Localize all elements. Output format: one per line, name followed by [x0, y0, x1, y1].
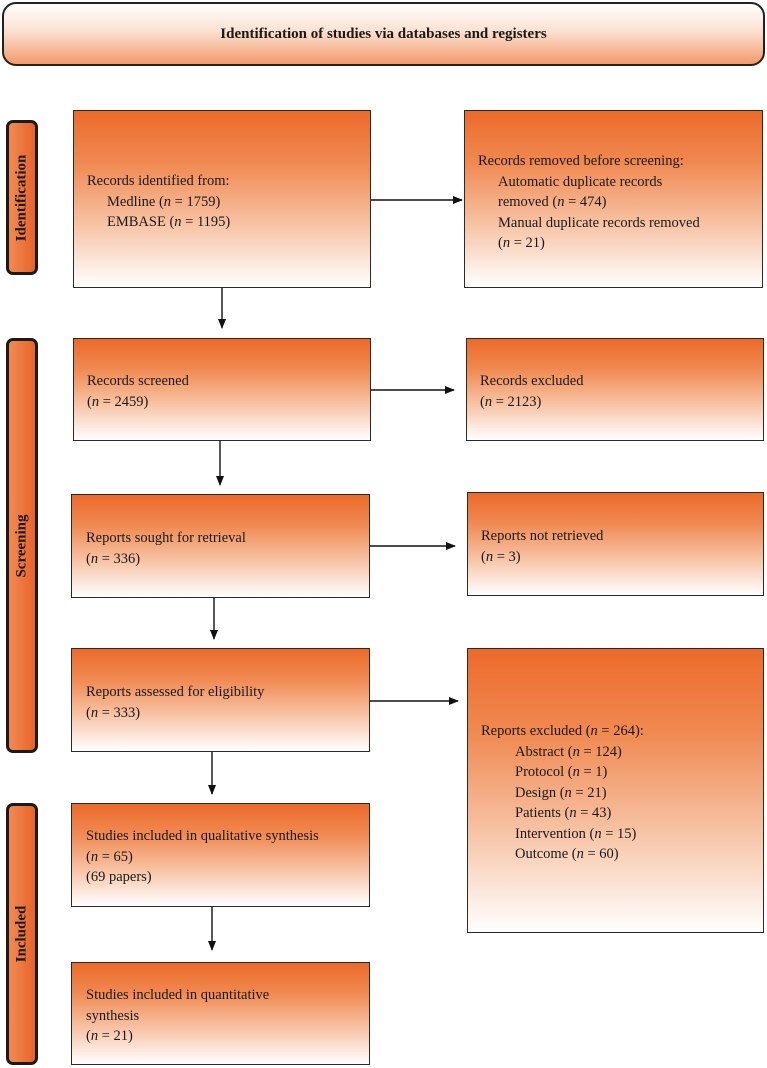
qualitative-synthesis-papers: (69 papers): [86, 869, 152, 885]
diagram-title: Identification of studies via databases …: [220, 25, 547, 42]
exclusion-patients: Patients (n = 43): [515, 805, 612, 821]
records-screened-box: Records screened (n = 2459): [73, 338, 371, 441]
automatic-duplicates-count: removed (n = 474): [498, 194, 607, 210]
reports-not-retrieved-box: Reports not retrieved (n = 3): [467, 492, 764, 596]
stage-identification: Identification: [6, 120, 38, 275]
records-screened-count: (n = 2459): [87, 393, 149, 410]
exclusion-abstract: Abstract (n = 124): [515, 743, 622, 760]
records-excluded-box: Records excluded (n = 2123): [466, 338, 764, 441]
reports-assessed-label: Reports assessed for eligibility: [86, 684, 265, 700]
manual-duplicates-label: Manual duplicate records removed: [498, 214, 700, 231]
reports-sought-box: Reports sought for retrieval (n = 336): [71, 494, 370, 598]
reports-assessed-box: Reports assessed for eligibility (n = 33…: [71, 648, 370, 752]
exclusion-intervention: Intervention (n = 15): [515, 825, 637, 842]
qualitative-synthesis-count: (n = 65): [86, 848, 133, 865]
records-excluded-count: (n = 2123): [480, 393, 542, 410]
reports-sought-count: (n = 336): [86, 550, 141, 567]
qualitative-synthesis-label: Studies included in qualitative synthesi…: [86, 828, 319, 844]
reports-assessed-count: (n = 333): [86, 704, 141, 721]
title-banner: Identification of studies via databases …: [2, 2, 765, 66]
reports-excluded-heading: Reports excluded (n = 264):: [481, 723, 644, 739]
exclusion-design: Design (n = 21): [515, 784, 607, 801]
medline-count: Medline (n = 1759): [107, 193, 221, 210]
automatic-duplicates-label: Automatic duplicate records: [498, 173, 663, 190]
records-removed-heading: Records removed before screening:: [478, 153, 684, 169]
stage-screening: Screening: [6, 338, 38, 753]
reports-not-retrieved-label: Reports not retrieved: [481, 528, 604, 544]
reports-not-retrieved-count: (n = 3): [481, 548, 521, 565]
reports-sought-label: Reports sought for retrieval: [86, 530, 246, 546]
quantitative-synthesis-label: Studies included in quantitative: [86, 987, 270, 1003]
reports-excluded-box: Reports excluded (n = 264): Abstract (n …: [467, 648, 764, 933]
quantitative-synthesis-label-2: synthesis: [86, 1007, 140, 1024]
embase-count: EMBASE (n = 1195): [107, 214, 231, 230]
manual-duplicates-count: (n = 21): [498, 235, 545, 251]
quantitative-synthesis-count: (n = 21): [86, 1028, 133, 1044]
records-removed-box: Records removed before screening: Automa…: [464, 110, 763, 288]
stage-included: Included: [6, 803, 38, 1065]
records-excluded-label: Records excluded: [480, 373, 584, 389]
qualitative-synthesis-box: Studies included in qualitative synthesi…: [71, 803, 370, 907]
exclusion-protocol: Protocol (n = 1): [515, 764, 608, 780]
records-identified-heading: Records identified from:: [87, 173, 230, 189]
records-identified-box: Records identified from: Medline (n = 17…: [73, 110, 371, 288]
exclusion-outcome: Outcome (n = 60): [515, 846, 619, 862]
quantitative-synthesis-box: Studies included in quantitative synthes…: [71, 962, 370, 1065]
records-screened-label: Records screened: [87, 373, 189, 389]
